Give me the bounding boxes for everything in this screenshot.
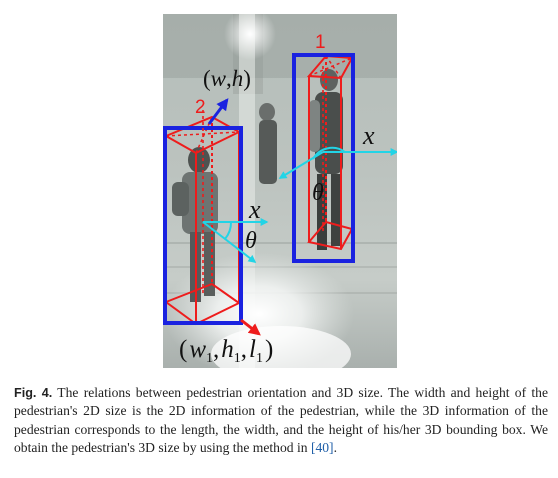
size-3d-w-sub: 1 <box>206 351 213 366</box>
orientation-arrows-right <box>278 146 397 179</box>
theta-label-right: θ <box>312 180 324 206</box>
theta-label-left: θ <box>245 228 257 254</box>
size-2d-h: h <box>232 66 244 91</box>
size-3d-comma2: , <box>241 336 247 363</box>
orientation-arrows-left <box>202 218 269 263</box>
box-label-left: 2 <box>195 97 206 118</box>
axis-label-x-left: x <box>248 195 261 224</box>
size-3d-w: w <box>189 336 206 363</box>
size-3d-open: ( <box>179 336 187 363</box>
box-2d-right <box>292 53 355 263</box>
box-label-right: 1 <box>315 32 326 53</box>
size-3d-h-sub: 1 <box>234 351 241 366</box>
size-2d-label: (w,h) <box>203 66 251 91</box>
photo-background <box>163 14 397 368</box>
size-3d-close: ) <box>265 336 273 363</box>
figure-canvas: 2 1 x θ x θ (w,h) (w1,h1,l1) <box>163 14 397 368</box>
size-2d-arrow <box>207 98 229 125</box>
size-2d-w: w <box>211 66 227 91</box>
figure-caption: Fig. 4. The relations between pedestrian… <box>14 384 548 458</box>
size-3d-arrow <box>240 318 261 336</box>
caption-label: Fig. 4. <box>14 386 53 400</box>
size-2d-comma: , <box>226 66 232 91</box>
size-2d-open: ( <box>203 66 211 91</box>
caption-text: The relations between pedestrian orienta… <box>14 385 548 456</box>
size-3d-l: l <box>249 336 256 363</box>
size-3d-label: (w1,h1,l1) <box>179 336 273 366</box>
size-3d-comma1: , <box>213 336 219 363</box>
caption-end: . <box>333 440 337 456</box>
size-3d-l-sub: 1 <box>256 351 263 366</box>
caption-citation-link[interactable]: [40] <box>310 440 334 456</box>
axis-label-x-right: x <box>362 121 375 150</box>
size-2d-close: ) <box>243 66 251 91</box>
size-3d-h: h <box>221 336 234 363</box>
figure: 2 1 x θ x θ (w,h) (w1,h1,l1) <box>163 14 397 368</box>
